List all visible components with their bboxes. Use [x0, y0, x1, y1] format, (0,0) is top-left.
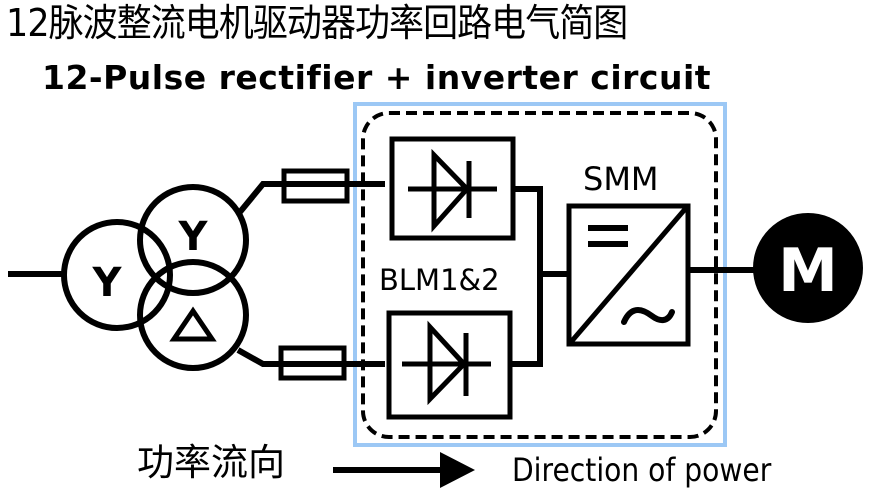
transformer: Y Y — [61, 184, 249, 371]
title-chinese: 12脉波整流电机驱动器功率回路电气简图 — [6, 1, 628, 45]
selection-highlight[interactable] — [353, 102, 727, 447]
delta-icon — [169, 306, 217, 342]
motor: M — [753, 213, 863, 323]
ac-symbol-icon — [621, 307, 675, 325]
legend-chinese: 功率流向 — [137, 441, 285, 484]
secondary-winding-y-circle — [137, 184, 249, 296]
diode-icon — [427, 320, 468, 406]
diode-icon — [431, 148, 471, 233]
rectifier-lower — [386, 310, 513, 420]
primary-winding-circle — [61, 219, 173, 331]
title-english: 12-Pulse rectifier + inverter circuit — [42, 58, 712, 97]
right-arrow-icon — [333, 452, 475, 488]
inverter — [566, 203, 691, 347]
secondary-winding-delta-circle — [137, 259, 249, 371]
motor-label: M — [778, 236, 838, 306]
fuse-lower — [278, 345, 347, 381]
primary-winding-label: Y — [92, 260, 123, 306]
secondary-winding-y-label: Y — [178, 214, 209, 260]
inverter-label: SMM — [583, 160, 659, 198]
legend-english: Direction of power — [512, 451, 772, 489]
fuse-upper — [281, 168, 350, 204]
upper-feed-line — [237, 181, 385, 214]
rectifier-module-label: BLM1&2 — [379, 263, 500, 297]
drive-module-boundary — [361, 111, 718, 439]
rectifier-upper — [389, 136, 516, 241]
